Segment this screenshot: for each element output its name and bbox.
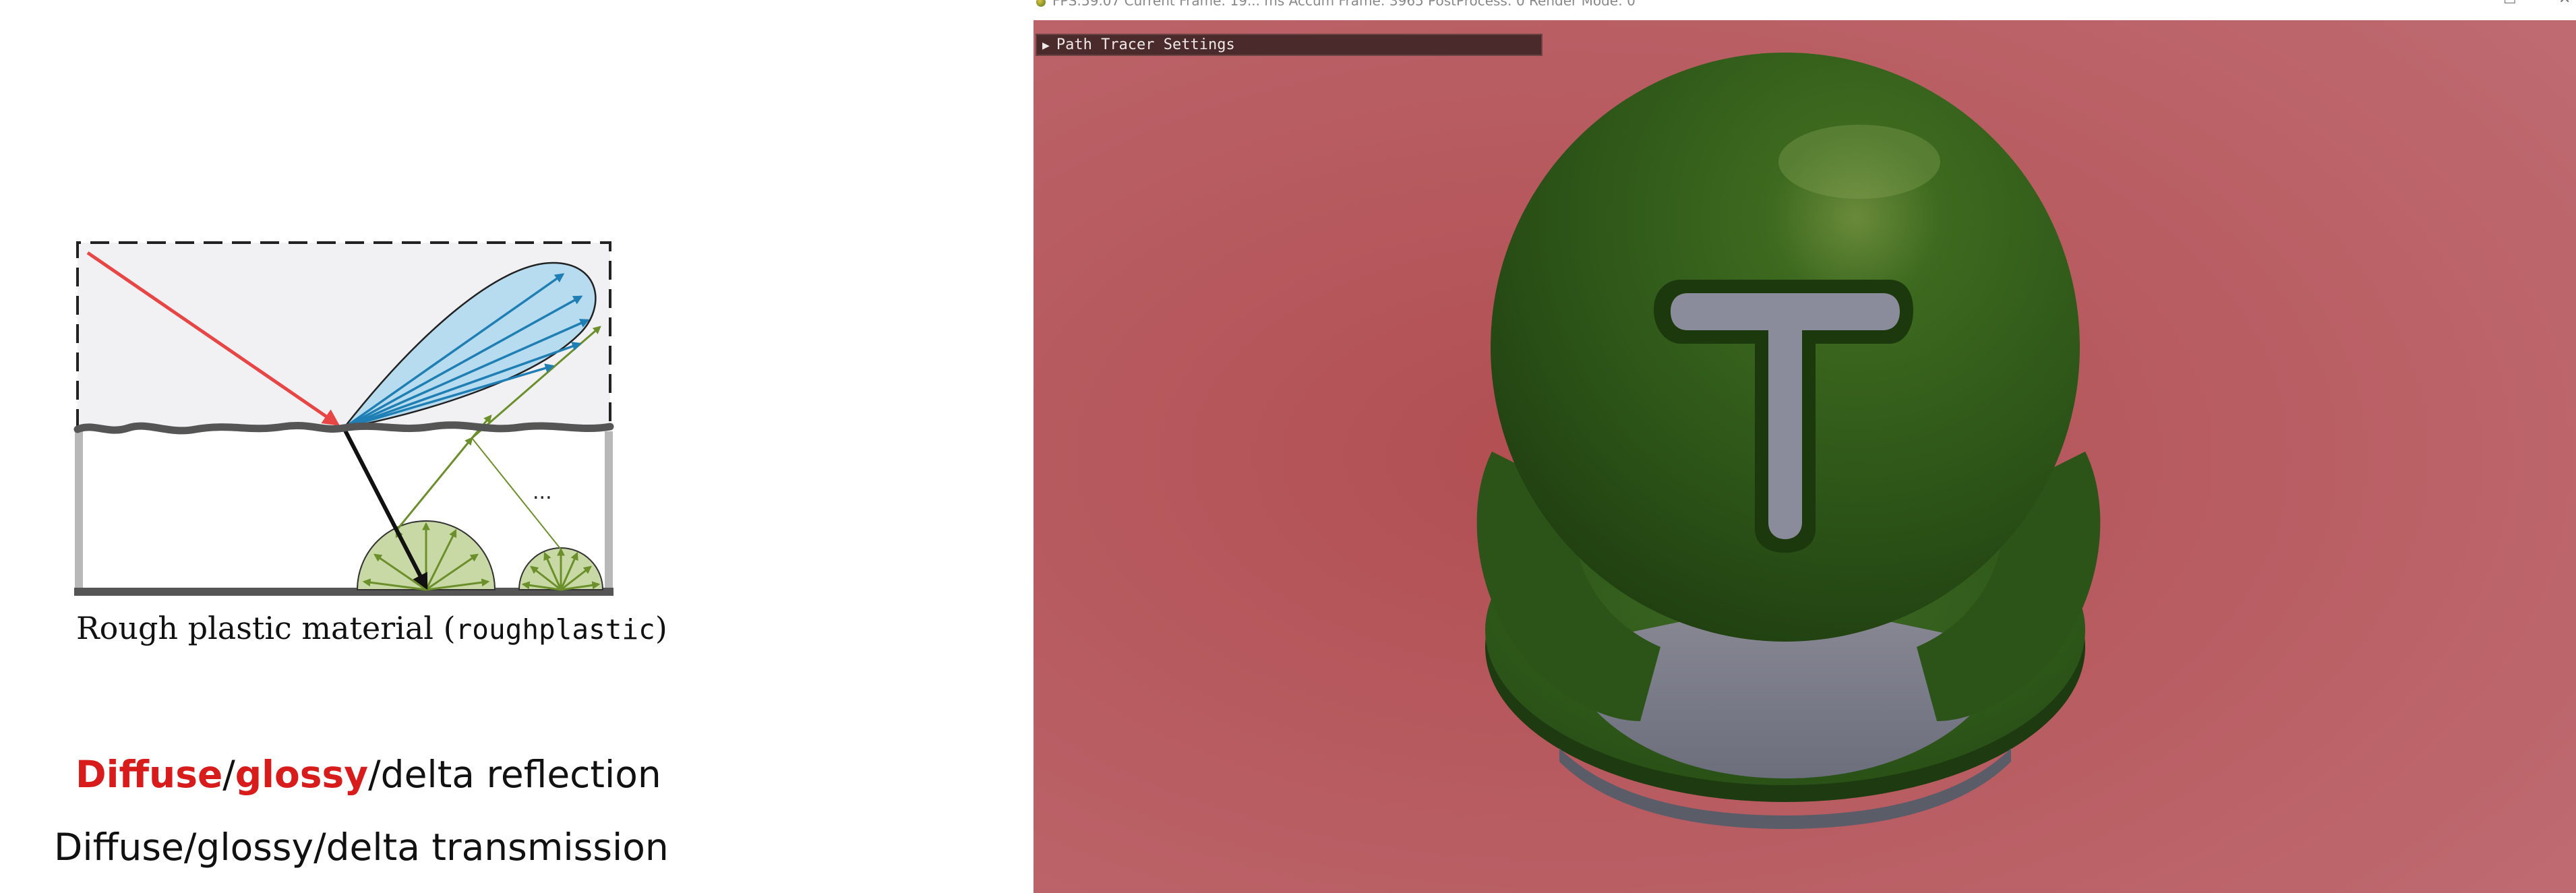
fps-status-text: FPS:59.07 Current Frame: 19... ms Accum … (1052, 0, 1636, 9)
minimize-icon[interactable]: — (2448, 0, 2463, 7)
panel-title: Path Tracer Settings (1056, 36, 1235, 53)
path-tracer-window[interactable]: FPS:59.07 Current Frame: 19... ms Accum … (1034, 0, 2576, 893)
stand-left-arm (1476, 452, 1660, 721)
render-viewport[interactable]: ▶ Path Tracer Settings (1034, 20, 2576, 893)
close-icon[interactable]: ✕ (2558, 0, 2571, 7)
path-tracer-settings-header[interactable]: ▶ Path Tracer Settings (1036, 34, 1542, 56)
slash: / (222, 753, 235, 796)
glossy-word: glossy (235, 753, 369, 796)
window-titlebar[interactable]: FPS:59.07 Current Frame: 19... ms Accum … (1034, 0, 2576, 20)
t-cutout (1671, 293, 1900, 539)
stand-right-arm (1917, 452, 2101, 721)
substrate-region (78, 428, 610, 586)
rendered-scene (1034, 20, 2576, 893)
diffuse-word: Diffuse (76, 753, 223, 796)
dashed-border (76, 241, 611, 428)
roughplastic-diagram: ... (73, 241, 614, 596)
caption-close: ) (655, 610, 667, 646)
incident-ray (86, 251, 340, 426)
app-icon (1036, 0, 1046, 7)
base-grey-insert (1559, 600, 2011, 778)
ellipsis-label: ... (533, 481, 552, 504)
glossy-lobe (341, 261, 597, 429)
reflection-line: Diffuse/glossy/delta reflection (76, 753, 661, 796)
transmission-line: Diffuse/glossy/delta transmission (54, 826, 669, 869)
refracted-ray (342, 427, 428, 590)
collapse-arrow-icon[interactable]: ▶ (1042, 38, 1050, 53)
maximize-icon[interactable]: ☐ (2503, 0, 2517, 7)
reflection-rest: /delta reflection (368, 753, 661, 796)
diagram-caption: Rough plastic material (roughplastic) (76, 610, 667, 646)
caption-code: roughplastic (455, 613, 655, 646)
caption-text: Rough plastic material ( (76, 610, 456, 646)
slide-left: ... Rough plastic material (roughplastic… (0, 0, 1031, 893)
rough-interface (73, 421, 614, 435)
